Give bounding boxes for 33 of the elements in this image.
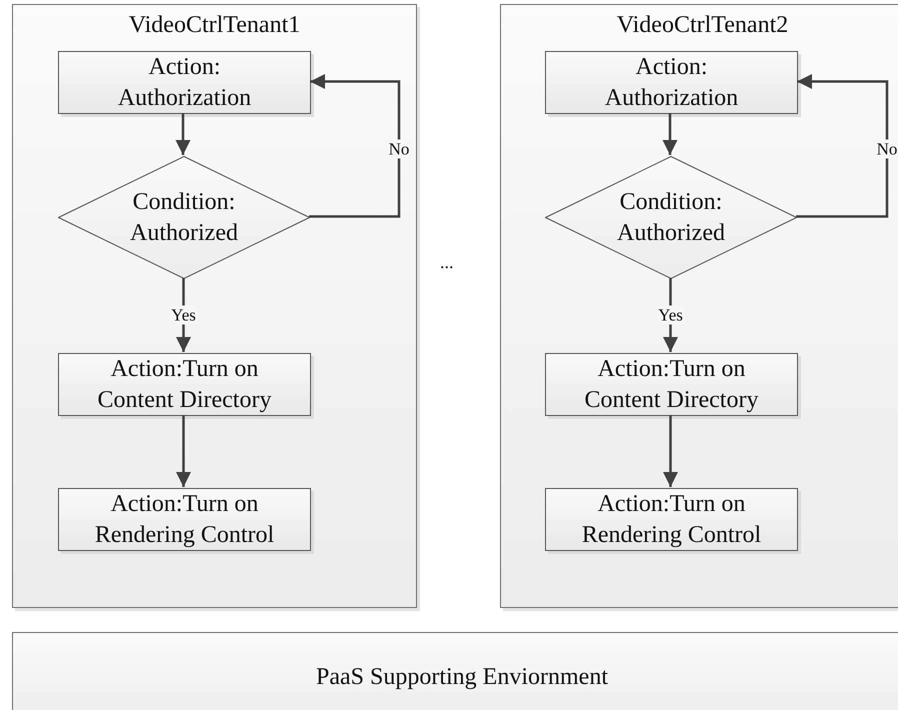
- edge-label: No: [874, 140, 898, 158]
- panel-title: VideoCtrlTenant1: [128, 11, 302, 39]
- arrow: [796, 74, 888, 218]
- platform-box: [12, 632, 898, 710]
- node-text: Action:Turn on Rendering Control: [580, 490, 762, 550]
- process-box: [545, 488, 798, 551]
- decision-diamond: [58, 156, 310, 279]
- arrow: [663, 415, 678, 487]
- node-text: Action:Turn on Rendering Control: [94, 490, 276, 550]
- arrow: [176, 113, 190, 155]
- process-box: [545, 51, 798, 114]
- decision-diamond: [545, 156, 797, 279]
- panel-title: VideoCtrlTenant2: [616, 11, 790, 39]
- node-text: Action: Authorization: [604, 52, 740, 112]
- group-panel: [500, 4, 898, 608]
- arrow: [662, 113, 678, 155]
- arrow: [309, 74, 400, 218]
- node-text: Action:Turn on Content Directory: [96, 354, 272, 414]
- ellipsis-text: ...: [440, 252, 454, 273]
- node-text: Condition: Authorized: [616, 188, 726, 248]
- process-box: [58, 353, 311, 416]
- arrow: [176, 415, 191, 487]
- edge-label: No: [386, 140, 412, 158]
- node-text: Action:Turn on Content Directory: [584, 354, 760, 414]
- edge-label: Yes: [169, 306, 198, 324]
- node-text: Action: Authorization: [116, 52, 252, 112]
- process-box: [545, 353, 798, 416]
- edge-label: Yes: [656, 306, 685, 324]
- node-text: Condition: Authorized: [129, 188, 239, 248]
- node-text: PaaS Supporting Enviornment: [315, 662, 609, 692]
- group-panel: [12, 4, 417, 608]
- process-box: [58, 488, 311, 551]
- process-box: [58, 51, 311, 114]
